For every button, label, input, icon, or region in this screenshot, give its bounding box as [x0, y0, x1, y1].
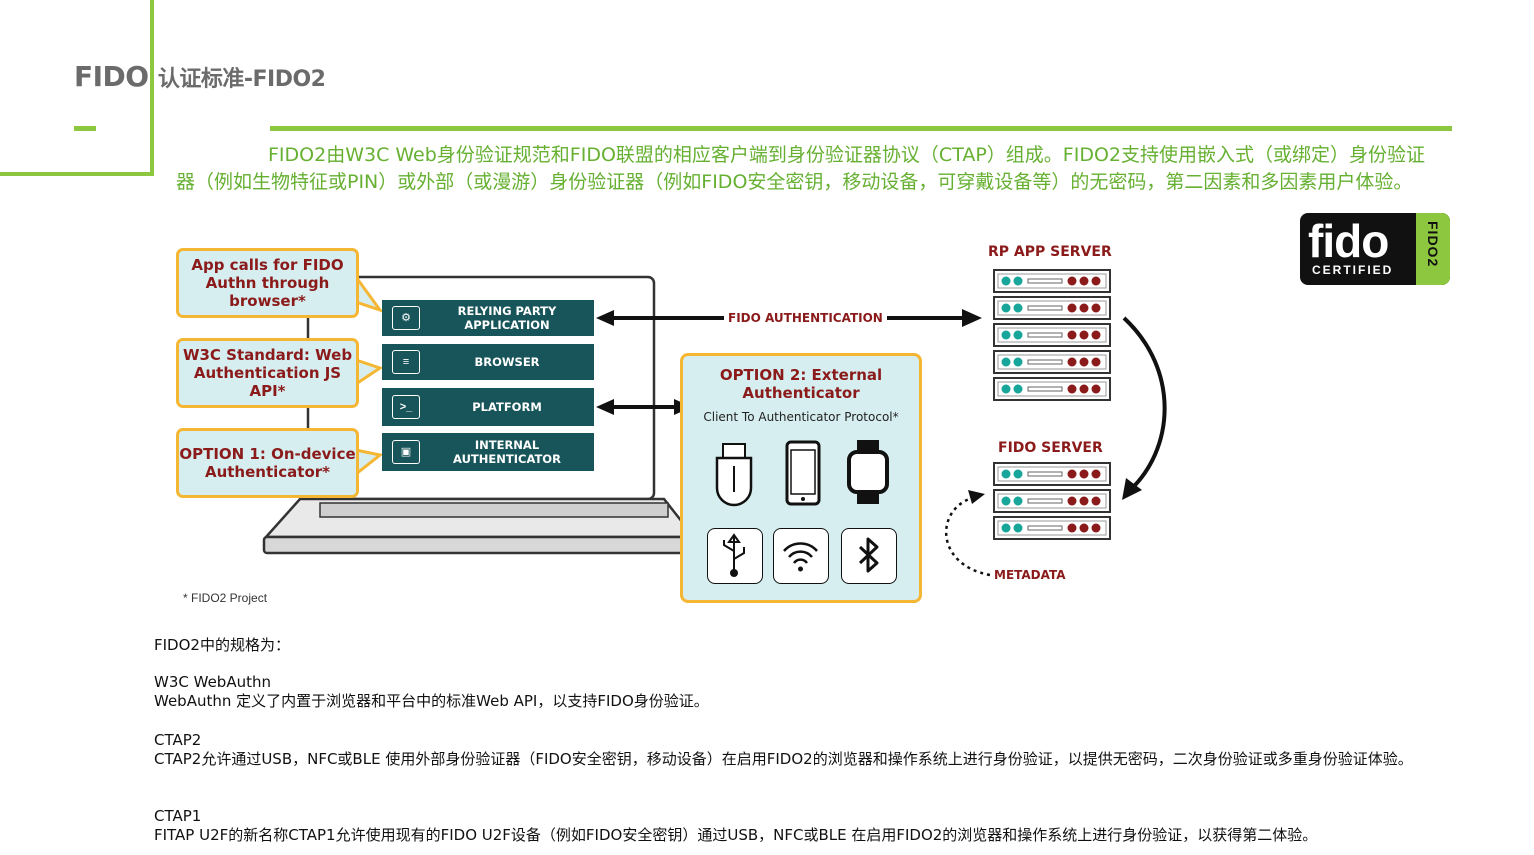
device-icons: [715, 440, 889, 507]
phone-icon: [785, 440, 821, 506]
layer-browser: ≡ BROWSER: [382, 344, 594, 380]
www-window-icon: ≡: [392, 350, 420, 374]
title-main: FIDO: [74, 60, 149, 93]
callout-app-calls: App calls for FIDO Authn through browser…: [176, 248, 359, 318]
arrowhead-left: [596, 310, 614, 326]
usb-icon: [723, 533, 745, 577]
usb-transport-box: [707, 528, 763, 584]
badge-certified: CERTIFIED: [1312, 263, 1394, 277]
layer-label: INTERNAL AUTHENTICATOR: [453, 438, 561, 466]
badge-vertical-text: FIDO2: [1425, 221, 1441, 268]
server-rack-unit: [993, 323, 1111, 347]
corner-dash-decoration: [74, 126, 96, 131]
server-curve-arrow: [1122, 316, 1167, 494]
server-rack-unit: [993, 269, 1111, 293]
gear-icon: ⚙: [392, 306, 420, 330]
rp-app-server-racks: [993, 269, 1111, 401]
fido-server-racks: [993, 462, 1111, 540]
layer-label: BROWSER: [474, 355, 540, 369]
ble-transport-box: [841, 528, 897, 584]
arrowhead-right: [962, 309, 982, 327]
bluetooth-icon: [858, 537, 879, 573]
metadata-dotted-arrow: [944, 496, 991, 577]
wireless-icon: [783, 542, 818, 572]
chip-lock-icon: ▣: [392, 440, 420, 464]
spec-ctap2-title: CTAP2: [154, 731, 202, 749]
terminal-icon: >_: [392, 395, 420, 419]
header-rule: [270, 126, 1452, 131]
platform-arrowhead-left: [596, 399, 614, 415]
fido-server-title: FIDO SERVER: [998, 440, 1103, 456]
layer-platform: >_ PLATFORM: [382, 388, 594, 426]
corner-frame-decoration: [0, 0, 154, 176]
laptop-base: [262, 535, 698, 555]
intro-paragraph: FIDO2由W3C Web身份验证规范和FIDO联盟的相应客户端到身份验证器协议…: [176, 144, 1425, 193]
server-rack-unit: [993, 462, 1111, 486]
spec-w3c-title: W3C WebAuthn: [154, 673, 271, 691]
spec-w3c-body: WebAuthn 定义了内置于浏览器和平台中的标准Web API，以支持FIDO…: [154, 692, 709, 710]
server-rack-unit: [993, 377, 1111, 401]
callout-option-1: OPTION 1: On-device Authenticator*: [176, 428, 359, 498]
spec-ctap2-body: CTAP2允许通过USB，NFC或BLE 使用外部身份验证器（FIDO安全密钥，…: [154, 750, 1413, 768]
usb-key-icon: [715, 443, 753, 507]
callout-w3c-standard: W3C Standard: Web Authentication JS API*: [176, 338, 359, 408]
layer-internal-authenticator: ▣ INTERNAL AUTHENTICATOR: [382, 433, 594, 471]
layer-label: RELYING PARTY APPLICATION: [457, 304, 557, 332]
badge-fido-word: fido: [1308, 215, 1389, 267]
page-title: FIDO 认证标准-FIDO2: [74, 60, 326, 93]
spec-ctap1-body: FITAP U2F的新名称CTAP1允许使用现有的FIDO U2F设备（例如FI…: [154, 826, 1318, 844]
diagram-footnote: * FIDO2 Project: [183, 591, 268, 605]
smartwatch-icon: [847, 440, 889, 504]
layer-label: PLATFORM: [472, 400, 542, 414]
server-rack-unit: [993, 489, 1111, 513]
spec-intro: FIDO2中的规格为：: [154, 636, 290, 654]
metadata-arrowhead: [968, 490, 985, 504]
option-2-subtitle: Client To Authenticator Protocol*: [703, 410, 899, 424]
laptop-trackpad-slot: [319, 502, 669, 518]
server-rack-unit: [993, 350, 1111, 374]
title-rest: 认证标准-FIDO2: [157, 67, 326, 92]
nfc-transport-box: [773, 528, 829, 584]
spec-ctap1-title: CTAP1: [154, 807, 202, 825]
fido-certified-badge: fido CERTIFIED FIDO2: [1300, 213, 1450, 285]
layer-relying-party: ⚙ RELYING PARTY APPLICATION: [382, 300, 594, 336]
option-2-panel: OPTION 2: External Authenticator Client …: [680, 353, 922, 603]
badge-side-strip: FIDO2: [1416, 213, 1450, 285]
fido-authentication-label: FIDO AUTHENTICATION: [724, 311, 887, 325]
server-rack-unit: [993, 516, 1111, 540]
metadata-label: METADATA: [994, 568, 1066, 582]
badge-logo: fido CERTIFIED: [1300, 213, 1416, 285]
option-2-title: OPTION 2: External Authenticator: [719, 366, 883, 402]
rp-app-server-title: RP APP SERVER: [988, 244, 1112, 260]
server-curve-arrowhead: [1122, 478, 1142, 500]
server-rack-unit: [993, 296, 1111, 320]
